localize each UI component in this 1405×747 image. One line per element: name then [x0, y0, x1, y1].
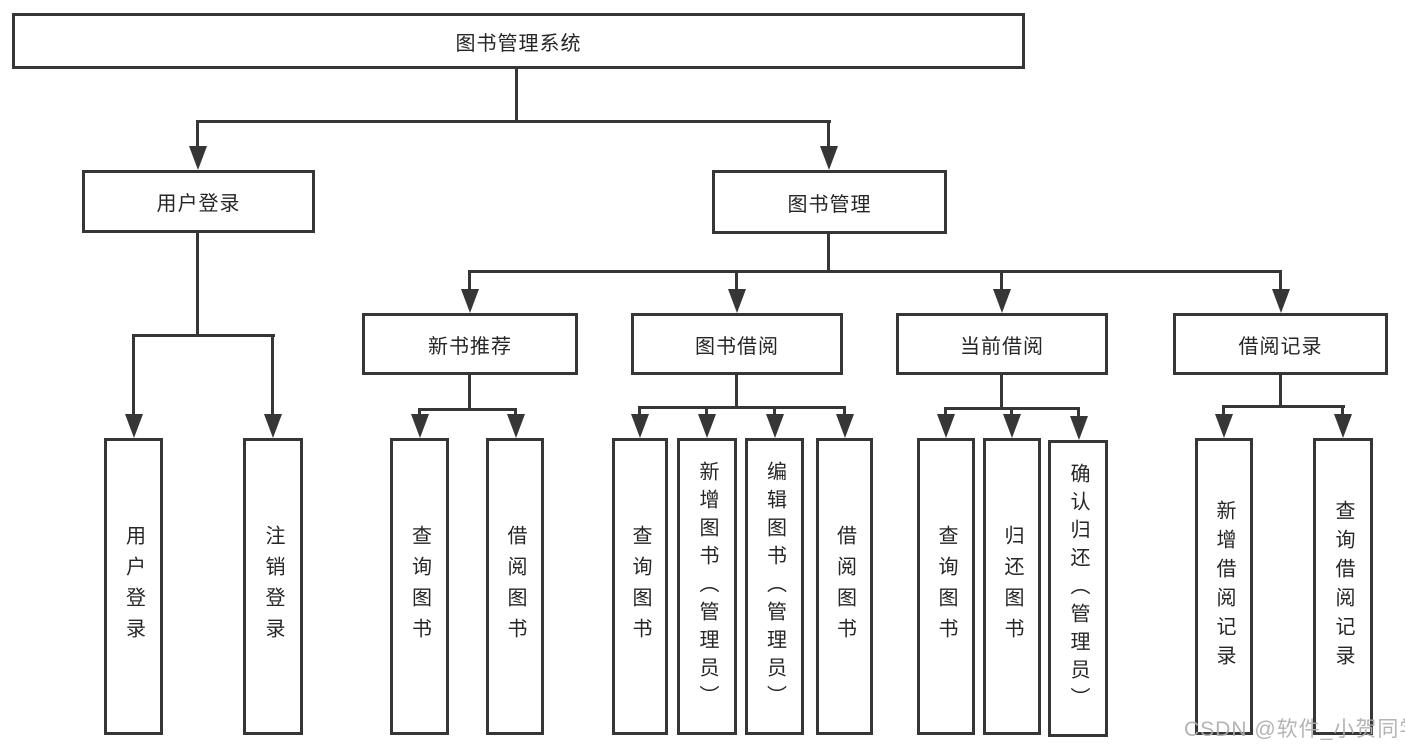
connector-stem — [132, 334, 135, 416]
leaf-query-books: 查询图书 — [390, 438, 449, 735]
connector-user-login-stub — [196, 233, 199, 337]
connector-user-login-bus — [132, 334, 275, 337]
connector-stem — [468, 270, 471, 292]
node-new-book-recommend: 新书推荐 — [362, 313, 578, 375]
leaf-edit-book-admin: 编辑图书（管理员） — [745, 438, 804, 735]
connector-recommend-stub — [468, 375, 471, 411]
node-label: 编辑图书（管理员） — [763, 460, 786, 713]
node-label: 新增图书（管理员） — [696, 460, 718, 713]
connector-stem — [827, 120, 830, 148]
connector-stem — [638, 406, 641, 418]
node-label: 当前借阅 — [960, 335, 1044, 358]
node-label: 注销登录 — [262, 524, 284, 649]
connector-stem — [1077, 407, 1080, 418]
node-root-system: 图书管理系统 — [12, 13, 1025, 69]
leaf-borrow-books: 借阅图书 — [486, 438, 544, 735]
connector-stem — [1000, 270, 1003, 292]
connector-stem — [843, 406, 846, 418]
node-label: 归还图书 — [1001, 524, 1023, 649]
arrow-down-icon — [507, 414, 525, 438]
arrow-down-icon — [698, 414, 716, 438]
connector-stem — [944, 407, 947, 418]
connector-stem — [1279, 270, 1282, 292]
arrow-down-icon — [1334, 414, 1352, 438]
leaf-return-books: 归还图书 — [983, 438, 1041, 735]
arrow-down-icon — [189, 146, 207, 170]
connector-stem — [418, 408, 421, 418]
arrow-down-icon — [728, 289, 746, 313]
node-label: 新增借阅记录 — [1213, 499, 1235, 674]
arrow-down-icon — [993, 289, 1011, 313]
connector-stem — [1341, 405, 1344, 418]
connector-recommend-bus — [418, 408, 517, 411]
connector-records-bus — [1222, 405, 1345, 408]
node-label: 新书推荐 — [428, 335, 512, 358]
connector-stem — [705, 406, 708, 418]
node-user-login: 用户登录 — [82, 170, 315, 233]
connector-current-stub — [1000, 375, 1003, 410]
leaf-confirm-return-admin: 确认归还（管理员） — [1048, 440, 1108, 737]
arrow-down-icon — [820, 146, 838, 170]
connector-book-mgmt-stub — [827, 234, 830, 273]
leaf-add-borrow-record: 新增借阅记录 — [1195, 438, 1253, 735]
node-label: 查询借阅记录 — [1332, 499, 1354, 674]
leaf-query-borrow-record: 查询借阅记录 — [1313, 438, 1373, 735]
connector-stem — [1010, 407, 1013, 418]
arrow-down-icon — [1003, 414, 1021, 438]
leaf-query-books: 查询图书 — [612, 438, 668, 735]
node-label: 查询图书 — [408, 524, 431, 649]
connector-stem — [735, 270, 738, 292]
node-label: 用户登录 — [156, 193, 241, 215]
arrow-down-icon — [631, 414, 649, 438]
arrow-down-icon — [264, 414, 282, 438]
connector-borrowing-bus — [638, 406, 846, 409]
node-label: 查询图书 — [629, 524, 651, 649]
arrow-down-icon — [836, 414, 854, 438]
connector-root-bus — [196, 120, 831, 123]
arrow-down-icon — [125, 414, 143, 438]
node-label: 借阅图书 — [504, 524, 526, 649]
connector-stem — [1222, 405, 1225, 418]
node-label: 用户登录 — [122, 524, 145, 649]
node-label: 借阅图书 — [833, 524, 856, 649]
leaf-query-books: 查询图书 — [917, 438, 975, 735]
node-label: 图书管理 — [787, 193, 872, 216]
node-label: 借阅记录 — [1238, 335, 1323, 358]
connector-stem — [271, 334, 274, 416]
node-book-management: 图书管理 — [712, 170, 947, 234]
node-borrow-records: 借阅记录 — [1173, 313, 1388, 375]
leaf-borrow-books: 借阅图书 — [816, 438, 873, 735]
connector-borrowing-stub — [735, 375, 738, 409]
arrow-down-icon — [937, 414, 955, 438]
arrow-down-icon — [1272, 289, 1290, 313]
connector-stem — [514, 408, 517, 418]
node-label: 确认归还（管理员） — [1067, 462, 1089, 715]
connector-records-stub — [1279, 375, 1282, 408]
leaf-user-login: 用户登录 — [104, 438, 163, 735]
arrow-down-icon — [1070, 416, 1088, 440]
connector-stem — [196, 120, 199, 148]
node-current-borrowing: 当前借阅 — [896, 313, 1108, 375]
leaf-logout: 注销登录 — [243, 438, 303, 735]
arrow-down-icon — [411, 414, 429, 438]
node-book-borrowing: 图书借阅 — [631, 313, 843, 375]
node-label: 图书借阅 — [695, 335, 779, 358]
node-label: 图书管理系统 — [455, 32, 582, 55]
leaf-add-book-admin: 新增图书（管理员） — [677, 438, 737, 735]
arrow-down-icon — [461, 289, 479, 313]
arrow-down-icon — [766, 414, 784, 438]
connector-root-stub — [515, 68, 518, 123]
arrow-down-icon — [1215, 414, 1233, 438]
connector-stem — [773, 406, 776, 418]
connector-book-mgmt-bus — [468, 270, 1282, 273]
watermark: CSDN @软件_小贺同学 — [1184, 718, 1405, 741]
node-label: 查询图书 — [935, 524, 957, 649]
